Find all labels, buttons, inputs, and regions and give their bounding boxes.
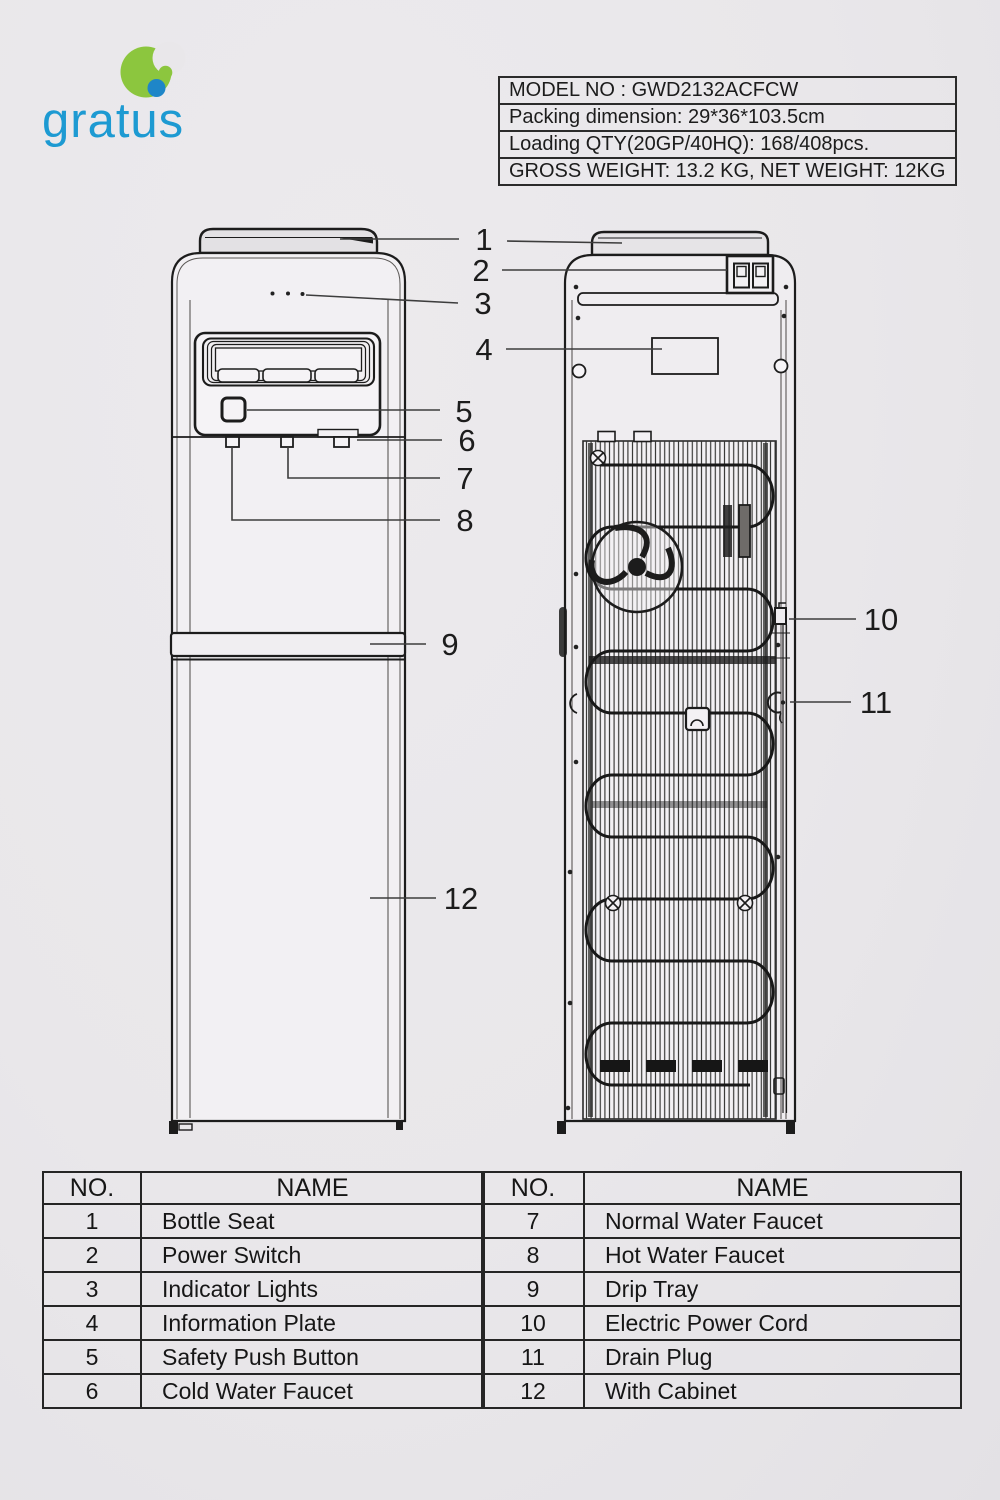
part-no: 12 [481,1373,585,1409]
power-cord [770,602,790,1113]
part-name: Power Switch [140,1237,485,1273]
power-switch [725,254,775,295]
name-header: NAME [583,1171,962,1205]
part-name: Indicator Lights [140,1271,485,1307]
callout-10: 10 [863,602,899,637]
callout-8: 8 [456,503,474,538]
part-no: 4 [42,1305,142,1341]
callout-7: 7 [456,461,474,496]
callout-12: 12 [443,881,479,916]
name-header: NAME [140,1171,485,1205]
callout-leader-lines [231,238,856,899]
information-plate [651,337,719,375]
no-header: NO. [42,1171,142,1205]
part-name: Drip Tray [583,1271,962,1307]
spec-row: GROSS WEIGHT: 13.2 KG, NET WEIGHT: 12KG [498,157,957,186]
part-name: Bottle Seat [140,1203,485,1239]
part-name: Electric Power Cord [583,1305,962,1341]
callout-3: 3 [474,286,492,321]
callout-2: 2 [472,253,490,288]
part-no: 10 [481,1305,585,1341]
safety-push-button [220,396,247,423]
part-name: Safety Push Button [140,1339,485,1375]
drain-plug [766,691,786,724]
spec-packing: Packing dimension: 29*36*103.5cm [498,103,957,132]
part-name: Information Plate [140,1305,485,1341]
part-name: Hot Water Faucet [583,1237,962,1273]
spec-box: MODEL NO : GWD2132ACFCW Packing dimensio… [498,76,957,186]
part-no: 8 [481,1237,585,1273]
part-no: 3 [42,1271,142,1307]
callout-4: 4 [475,332,493,367]
spec-weight: GROSS WEIGHT: 13.2 KG, NET WEIGHT: 12KG [498,157,957,186]
part-no: 5 [42,1339,142,1375]
screw-heads [589,449,754,912]
part-name: Cold Water Faucet [140,1373,485,1409]
part-name: Drain Plug [583,1339,962,1375]
cup-rests [217,368,359,383]
callout-6: 6 [458,423,476,458]
spec-row: Packing dimension: 29*36*103.5cm [498,103,957,132]
part-name: Normal Water Faucet [583,1203,962,1239]
part-no: 6 [42,1373,142,1409]
brand-wordmark: gratus [42,94,185,148]
part-name: With Cabinet [583,1373,962,1409]
part-no: 9 [481,1271,585,1307]
no-header: NO. [481,1171,585,1205]
drip-tray [169,631,407,658]
callout-11: 11 [859,685,893,720]
part-no: 11 [481,1339,585,1375]
spec-loading: Loading QTY(20GP/40HQ): 168/408pcs. [498,130,957,159]
callout-9: 9 [441,627,459,662]
back-view-drawing [557,230,797,1134]
callout-1: 1 [475,222,493,257]
part-no: 7 [481,1203,585,1239]
condenser-coil [584,463,775,1087]
part-no: 1 [42,1203,142,1239]
spec-row: MODEL NO : GWD2132ACFCW [498,76,957,105]
spec-row: Loading QTY(20GP/40HQ): 168/408pcs. [498,130,957,159]
indicator-lights [270,291,305,296]
spec-model: MODEL NO : GWD2132ACFCW [498,76,957,105]
cooling-fan [588,520,684,614]
front-view-drawing [169,227,407,1134]
part-no: 2 [42,1237,142,1273]
callout-5: 5 [455,394,473,429]
gratus-logo-icon [120,41,186,98]
